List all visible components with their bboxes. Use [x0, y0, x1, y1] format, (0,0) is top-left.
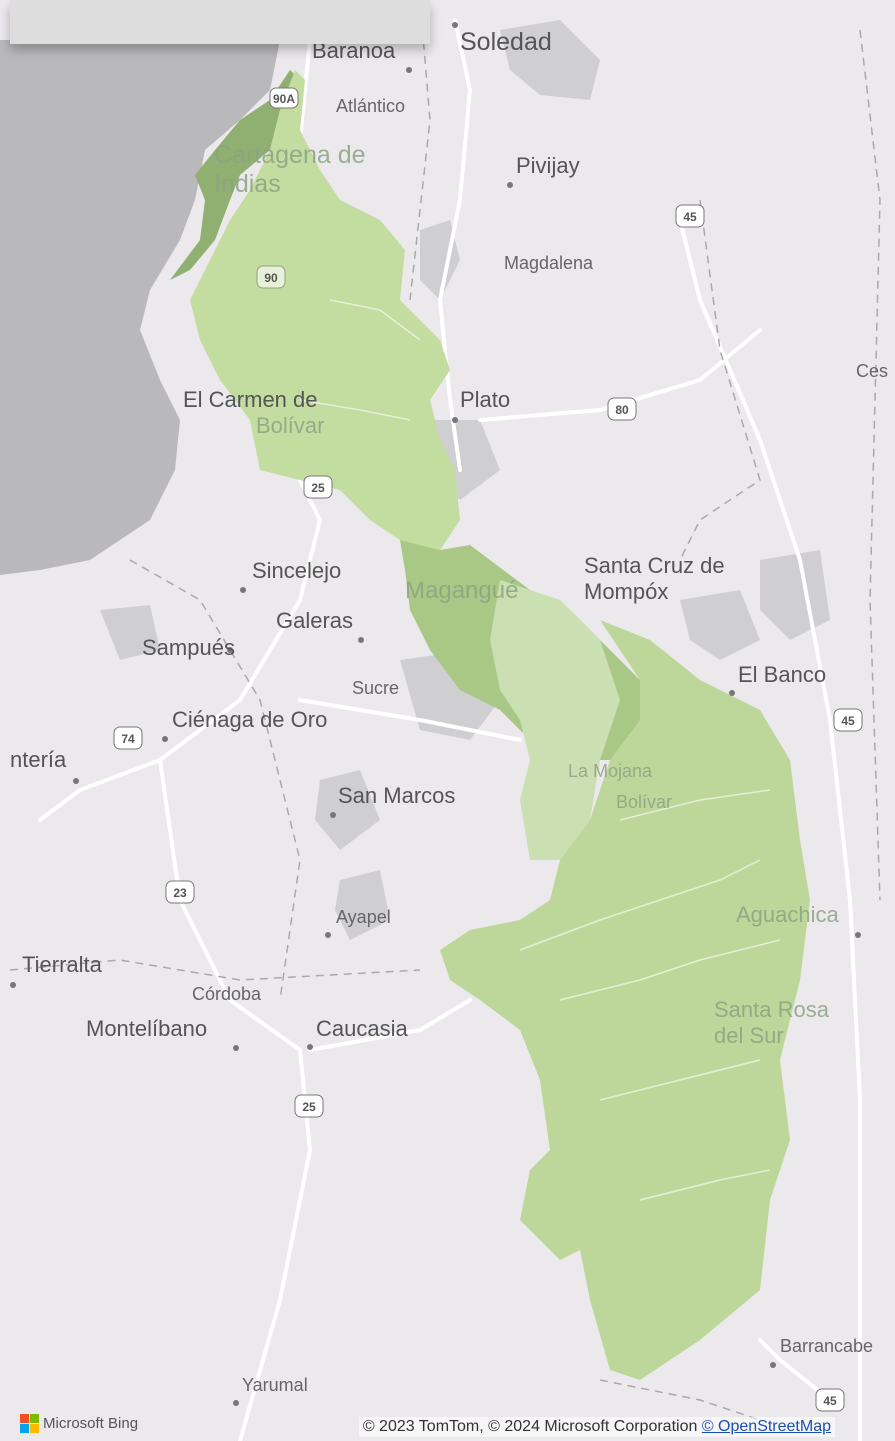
svg-text:45: 45 — [683, 210, 697, 224]
shield-90: 90 — [256, 265, 286, 289]
label-santa-cruz: Santa Cruz de — [584, 553, 725, 578]
svg-text:80: 80 — [615, 403, 629, 417]
label-montelibano: Montelíbano — [86, 1016, 207, 1041]
label-cienaga-de-oro: Ciénaga de Oro — [172, 707, 327, 732]
city-dots — [10, 22, 861, 1406]
bing-branding: Microsoft Bing — [20, 1414, 138, 1433]
label-bolivar-south: Bolívar — [616, 792, 672, 812]
shield-23: 23 — [165, 880, 195, 904]
shield-74: 74 — [113, 726, 143, 750]
svg-text:45: 45 — [841, 714, 855, 728]
label-ayapel: Ayapel — [336, 907, 391, 927]
svg-text:23: 23 — [173, 886, 187, 900]
label-caucasia: Caucasia — [316, 1016, 408, 1041]
region-north[interactable] — [190, 70, 460, 550]
label-yarumal: Yarumal — [242, 1375, 308, 1395]
admin-boundaries — [9, 0, 881, 1421]
region-north-west[interactable] — [170, 70, 300, 280]
urban-areas — [100, 20, 830, 940]
highlighted-region[interactable] — [170, 70, 810, 1380]
svg-text:25: 25 — [311, 481, 325, 495]
label-magdalena: Magdalena — [504, 253, 594, 273]
shield-80: 80 — [607, 397, 637, 421]
attribution-text: © 2023 TomTom, © 2024 Microsoft Corporat… — [362, 1418, 698, 1435]
label-galeras: Galeras — [276, 608, 353, 633]
region-south[interactable] — [440, 620, 810, 1380]
shield-90a: 90A — [269, 87, 299, 109]
svg-text:45: 45 — [823, 1394, 837, 1408]
label-plato: Plato — [460, 387, 510, 412]
shield-45-mid: 45 — [833, 708, 863, 732]
label-mompox: Mompóx — [584, 579, 668, 604]
label-santa-rosa: Santa Rosa — [714, 997, 830, 1022]
shield-45-north: 45 — [675, 204, 705, 228]
highway-shields: 90A 45 90 80 25 74 45 23 25 45 — [113, 87, 863, 1412]
label-soledad: Soledad — [460, 28, 552, 56]
sea-water — [0, 40, 280, 575]
label-cordoba: Córdoba — [192, 984, 262, 1004]
label-cartagena: Cartagena de — [214, 141, 366, 169]
label-el-carmen: El Carmen de — [183, 387, 318, 412]
microsoft-logo-icon — [20, 1414, 39, 1433]
shield-25-south: 25 — [294, 1094, 324, 1118]
label-bolivar-north: Bolívar — [256, 413, 324, 438]
top-shadow-bar — [10, 0, 430, 44]
svg-text:25: 25 — [302, 1100, 316, 1114]
label-sincelejo: Sincelejo — [252, 558, 341, 583]
label-aguachica: Aguachica — [736, 902, 840, 927]
svg-text:74: 74 — [121, 732, 135, 746]
shield-25-north: 25 — [303, 475, 333, 499]
label-magangue: Magangué — [405, 577, 518, 604]
label-pivijay: Pivijay — [516, 153, 580, 178]
label-el-banco: El Banco — [738, 662, 826, 687]
svg-text:90: 90 — [264, 271, 278, 285]
label-monteria: ntería — [10, 747, 67, 772]
label-san-marcos: San Marcos — [338, 783, 455, 808]
region-mojana-light[interactable] — [490, 580, 620, 860]
map-attribution: © 2023 TomTom, © 2024 Microsoft Corporat… — [358, 1417, 835, 1437]
label-sampues: Sampués — [142, 635, 235, 660]
openstreetmap-link[interactable]: © OpenStreetMap — [701, 1418, 831, 1435]
label-indias: Indias — [214, 170, 281, 198]
label-barrancabermeja: Barrancabe — [780, 1336, 873, 1356]
label-la-mojana: La Mojana — [568, 761, 653, 781]
label-tierralta: Tierralta — [22, 952, 103, 977]
label-atlantico: Atlántico — [336, 96, 405, 116]
svg-text:90A: 90A — [273, 92, 295, 106]
place-labels: Baranoa Soledad Atlántico Cartagena de I… — [10, 28, 888, 1395]
label-ces: Ces — [856, 361, 888, 381]
label-sucre: Sucre — [352, 678, 399, 698]
label-del-sur: del Sur — [714, 1023, 784, 1048]
shield-45-south: 45 — [815, 1388, 845, 1412]
bing-label: Microsoft Bing — [43, 1415, 139, 1432]
rivers — [299, 299, 781, 1201]
